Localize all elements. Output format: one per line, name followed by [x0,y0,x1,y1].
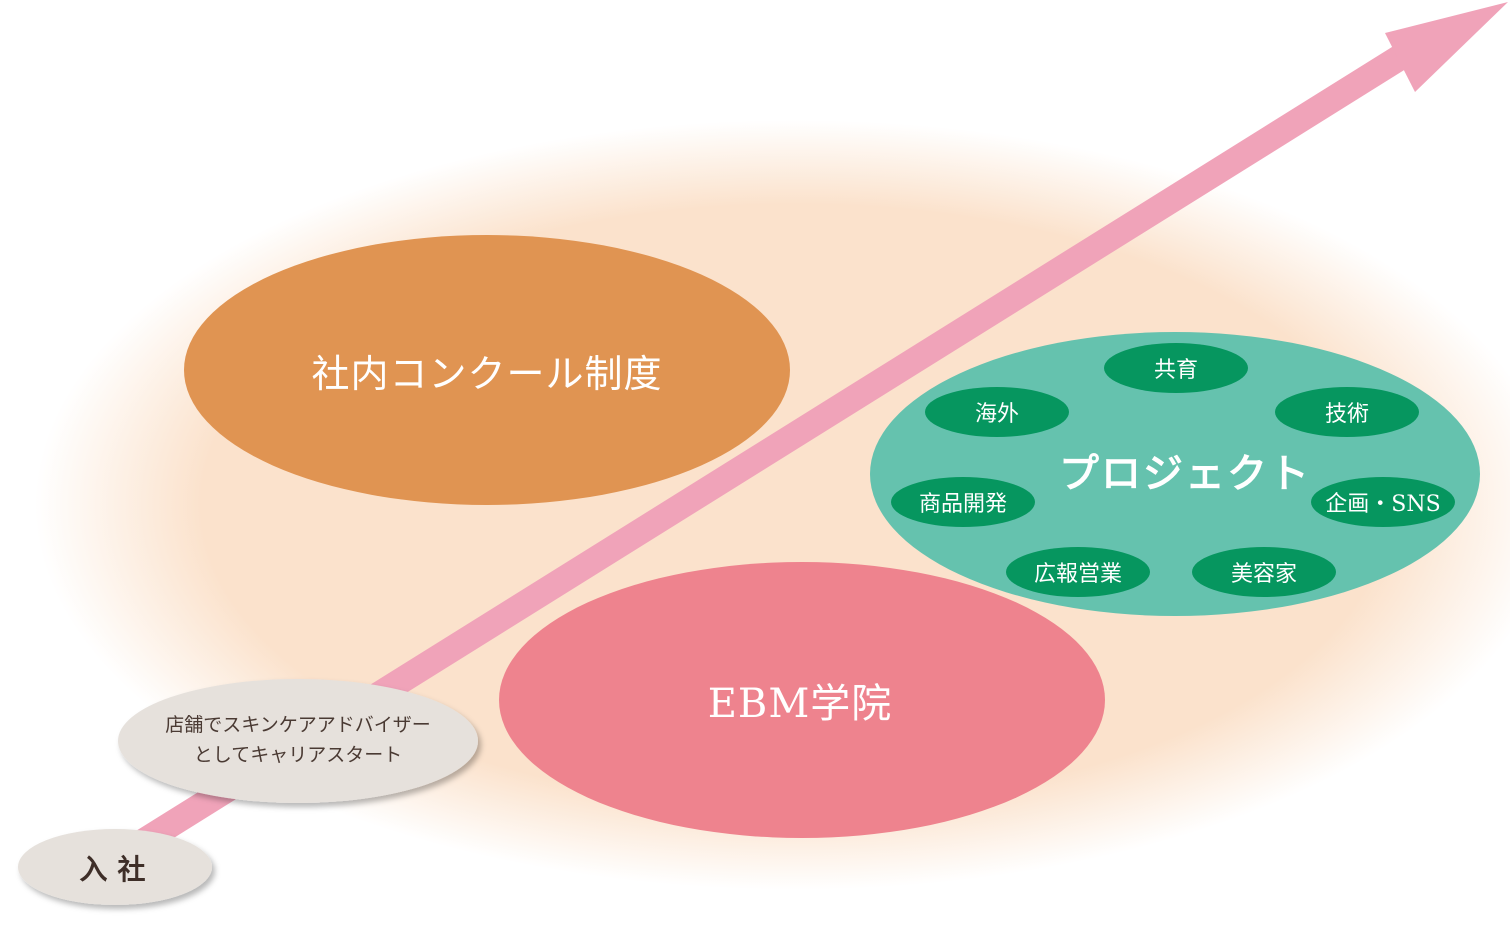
chip-kikaku-sns [1311,477,1455,527]
career-start-bubble [118,679,478,803]
join-company-bubble [18,829,212,905]
chip-kyouiku [1104,343,1248,393]
chip-gijutsu [1275,387,1419,437]
chip-biyouka [1192,547,1336,597]
concours-ellipse [184,235,790,505]
chip-kaigai [925,387,1069,437]
ebm-academy-ellipse [499,562,1105,838]
chip-kouhou-eigyou [1006,547,1150,597]
chip-shouhin-kaihatsu [891,477,1035,527]
project-chips [891,343,1455,597]
